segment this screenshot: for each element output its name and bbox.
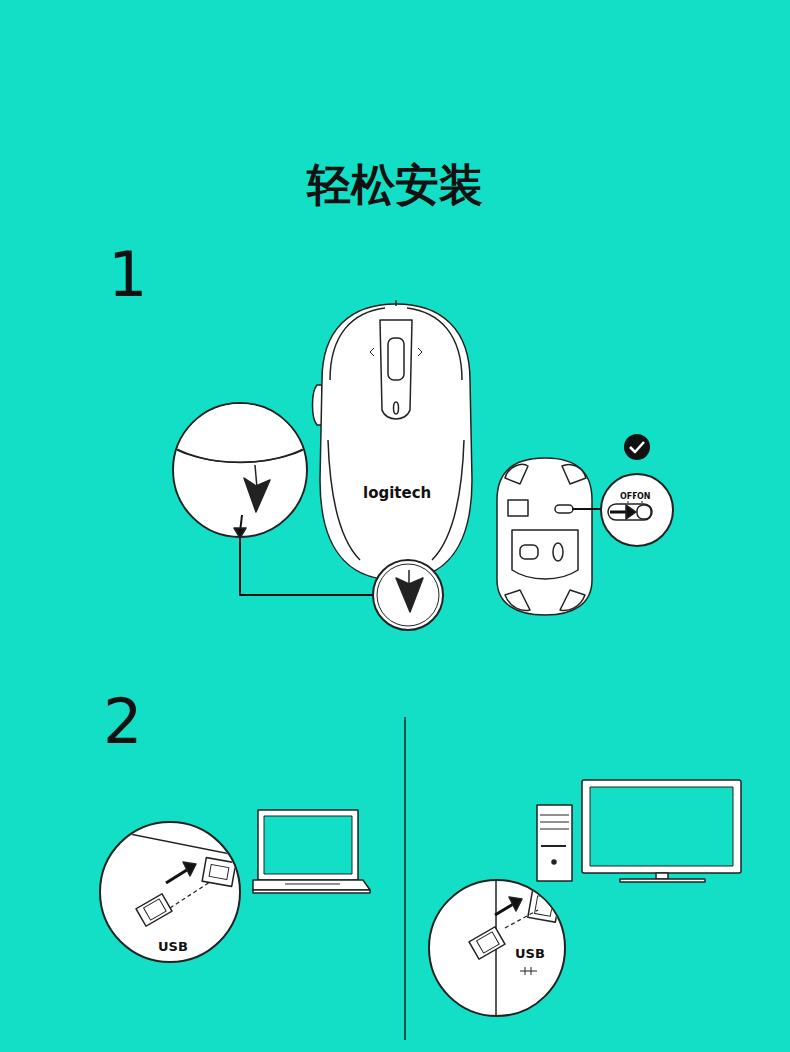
port-label: USB: [514, 947, 546, 960]
port-label: USB: [157, 940, 189, 953]
switch-label: ON: [636, 493, 652, 501]
page-title: 轻松安装: [307, 163, 483, 207]
step-number: 2: [103, 691, 142, 753]
brand-logo: logitech: [362, 486, 432, 501]
step-number: 1: [108, 244, 147, 306]
